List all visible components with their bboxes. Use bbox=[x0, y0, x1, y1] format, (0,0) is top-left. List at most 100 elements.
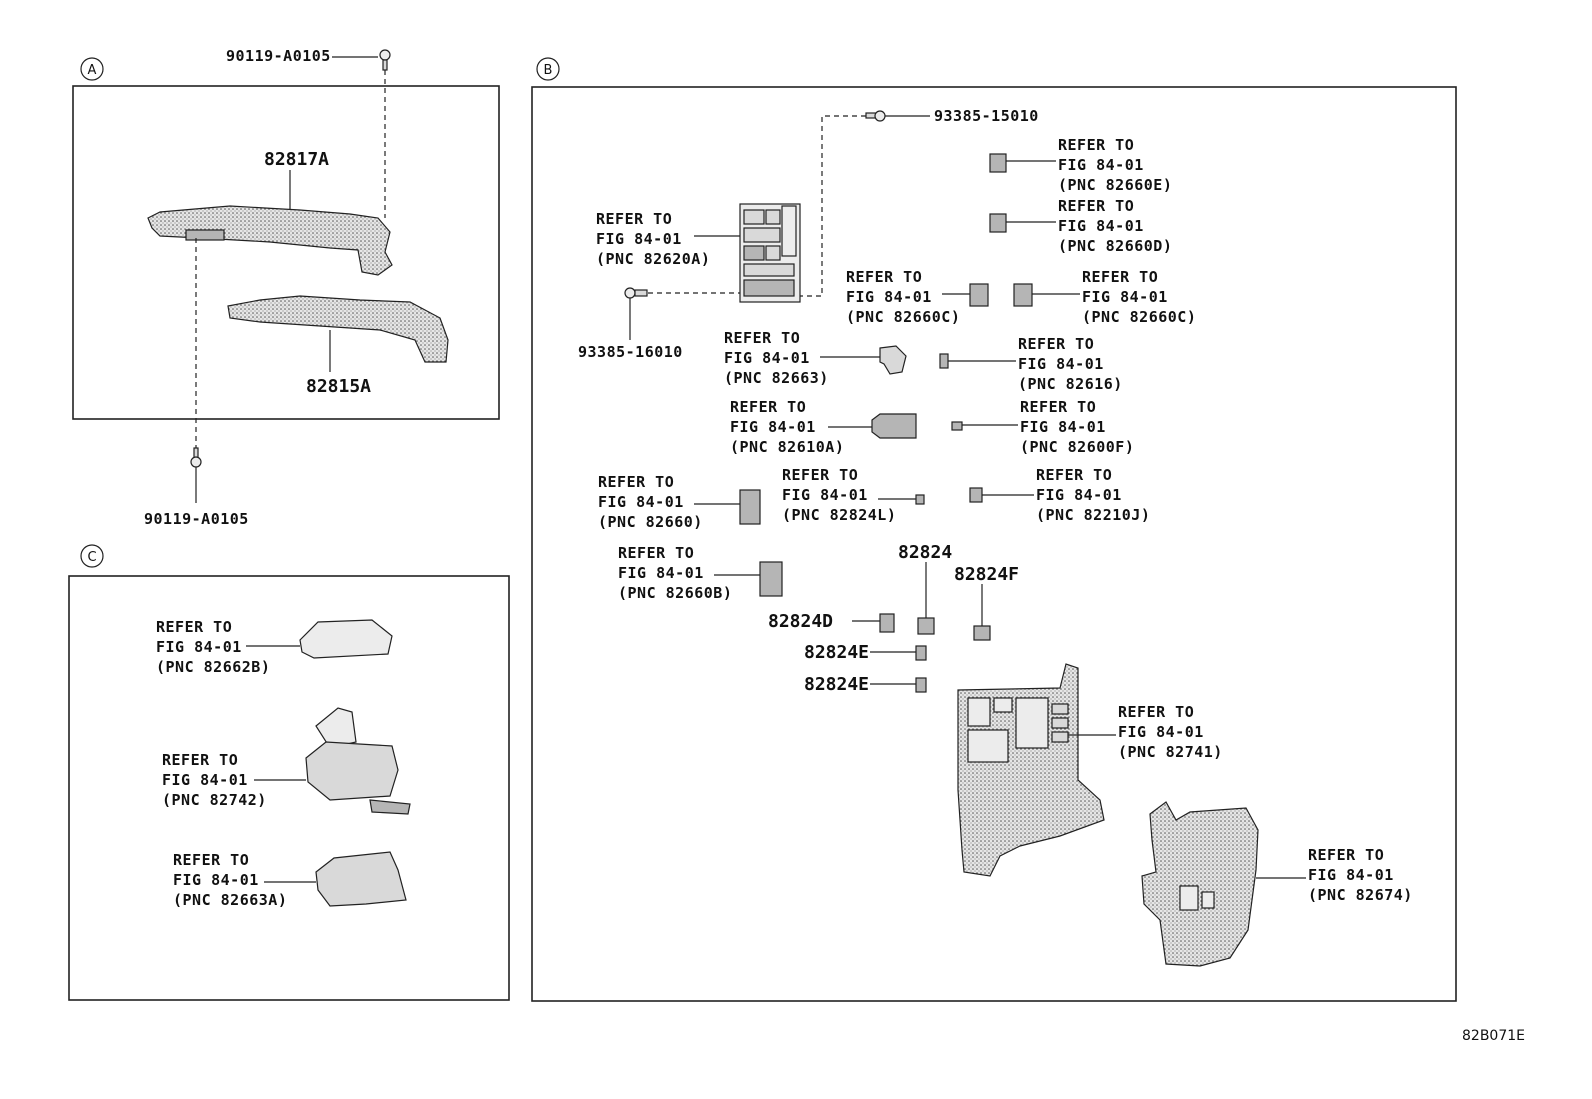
part-82815a-label: 82815A bbox=[306, 376, 371, 397]
cover-82674-shape bbox=[1141, 801, 1259, 967]
svg-text:REFER TO: REFER TO bbox=[782, 466, 858, 484]
svg-text:(PNC 82741): (PNC 82741) bbox=[1118, 743, 1223, 761]
svg-text:REFER TO: REFER TO bbox=[724, 329, 800, 347]
svg-text:(PNC 82660C): (PNC 82660C) bbox=[846, 308, 960, 326]
svg-text:FIG 84-01: FIG 84-01 bbox=[1020, 418, 1106, 436]
screw-left-label: 93385-16010 bbox=[578, 343, 683, 361]
svg-text:(PNC 82620A): (PNC 82620A) bbox=[596, 250, 710, 268]
svg-text:REFER TO: REFER TO bbox=[730, 398, 806, 416]
svg-text:REFER TO: REFER TO bbox=[1082, 268, 1158, 286]
ref-82600f: REFER TO FIG 84-01 (PNC 82600F) bbox=[951, 398, 1134, 456]
svg-text:(PNC 82660C): (PNC 82660C) bbox=[1082, 308, 1196, 326]
illustration-code: 82B071E bbox=[1462, 1028, 1525, 1044]
ref-82620a: REFER TO FIG 84-01 (PNC 82620A) bbox=[596, 210, 740, 268]
svg-text:FIG 84-01: FIG 84-01 bbox=[173, 871, 259, 889]
svg-text:(PNC 82742): (PNC 82742) bbox=[162, 791, 267, 809]
svg-text:REFER TO: REFER TO bbox=[156, 618, 232, 636]
part-82824e-label-2: 82824E bbox=[804, 674, 869, 695]
section-b: B 93385-15010 REFER TO FIG 84-01 (PNC 82… bbox=[531, 57, 1457, 1002]
svg-text:FIG 84-01: FIG 84-01 bbox=[1118, 723, 1204, 741]
cover-82663a-shape bbox=[315, 851, 407, 907]
section-a-letter: A bbox=[88, 63, 97, 78]
svg-text:FIG 84-01: FIG 84-01 bbox=[156, 638, 242, 656]
ref-82742: REFER TO FIG 84-01 (PNC 82742) bbox=[162, 751, 306, 809]
junction-block-82741-shape bbox=[957, 663, 1105, 877]
svg-text:FIG 84-01: FIG 84-01 bbox=[724, 349, 810, 367]
svg-text:REFER TO: REFER TO bbox=[1036, 466, 1112, 484]
bracket-82742-shape bbox=[305, 707, 411, 815]
ref-82660d: REFER TO FIG 84-01 (PNC 82660D) bbox=[989, 197, 1172, 255]
relay-block-82620a-shape bbox=[739, 203, 801, 303]
section-a: A 90119-A0105 82817A 82815A 90119-A0105 bbox=[72, 47, 500, 528]
svg-text:REFER TO: REFER TO bbox=[1118, 703, 1194, 721]
ref-82616: REFER TO FIG 84-01 (PNC 82616) bbox=[939, 335, 1123, 393]
part-82824e-label-1: 82824E bbox=[804, 642, 869, 663]
fuse-cover-82662b-shape bbox=[299, 619, 393, 659]
section-c-marker bbox=[80, 544, 104, 568]
section-c-letter: C bbox=[87, 550, 96, 565]
svg-text:FIG 84-01: FIG 84-01 bbox=[846, 288, 932, 306]
ref-82741: REFER TO FIG 84-01 (PNC 82741) bbox=[1068, 703, 1223, 761]
svg-text:FIG 84-01: FIG 84-01 bbox=[1058, 156, 1144, 174]
part-82824d-shape bbox=[879, 613, 895, 633]
svg-text:REFER TO: REFER TO bbox=[162, 751, 238, 769]
bracket-82815a-shape bbox=[227, 295, 449, 363]
screw-top-label: 93385-15010 bbox=[934, 107, 1039, 125]
ref-82674: REFER TO FIG 84-01 (PNC 82674) bbox=[1256, 846, 1413, 904]
section-c: C REFER TO FIG 84-01 (PNC 82662B) REFER … bbox=[68, 544, 510, 1001]
section-a-marker bbox=[80, 57, 104, 81]
svg-text:(PNC 82660E): (PNC 82660E) bbox=[1058, 176, 1172, 194]
svg-text:FIG 84-01: FIG 84-01 bbox=[1058, 217, 1144, 235]
svg-text:REFER TO: REFER TO bbox=[596, 210, 672, 228]
svg-text:(PNC 82660B): (PNC 82660B) bbox=[618, 584, 732, 602]
svg-text:REFER TO: REFER TO bbox=[1020, 398, 1096, 416]
ref-82662b: REFER TO FIG 84-01 (PNC 82662B) bbox=[156, 618, 300, 676]
svg-text:(PNC 82660): (PNC 82660) bbox=[598, 513, 703, 531]
ref-82663: REFER TO FIG 84-01 (PNC 82663) bbox=[724, 329, 907, 387]
svg-text:(PNC 82663A): (PNC 82663A) bbox=[173, 891, 287, 909]
part-82824e-shape-1 bbox=[915, 645, 927, 661]
svg-text:FIG 84-01: FIG 84-01 bbox=[596, 230, 682, 248]
ref-82660b: REFER TO FIG 84-01 (PNC 82660B) bbox=[618, 544, 783, 602]
svg-text:REFER TO: REFER TO bbox=[173, 851, 249, 869]
part-82817a-label: 82817A bbox=[264, 149, 329, 170]
bracket-82817a-shape bbox=[147, 205, 393, 276]
svg-text:REFER TO: REFER TO bbox=[1308, 846, 1384, 864]
svg-text:(PNC 82663): (PNC 82663) bbox=[724, 369, 829, 387]
svg-text:FIG 84-01: FIG 84-01 bbox=[730, 418, 816, 436]
section-b-marker bbox=[536, 57, 560, 81]
part-82824f-shape bbox=[973, 625, 991, 641]
ref-82610a: REFER TO FIG 84-01 (PNC 82610A) bbox=[730, 398, 917, 456]
svg-text:FIG 84-01: FIG 84-01 bbox=[618, 564, 704, 582]
svg-text:REFER TO: REFER TO bbox=[1018, 335, 1094, 353]
ref-82660: REFER TO FIG 84-01 (PNC 82660) bbox=[598, 473, 761, 531]
svg-text:(PNC 82600F): (PNC 82600F) bbox=[1020, 438, 1134, 456]
svg-text:(PNC 82824L): (PNC 82824L) bbox=[782, 506, 896, 524]
svg-text:FIG 84-01: FIG 84-01 bbox=[782, 486, 868, 504]
svg-text:REFER TO: REFER TO bbox=[1058, 197, 1134, 215]
screw-top-icon bbox=[865, 110, 886, 122]
ref-82824l: REFER TO FIG 84-01 (PNC 82824L) bbox=[782, 466, 925, 524]
svg-text:FIG 84-01: FIG 84-01 bbox=[1036, 486, 1122, 504]
svg-text:(PNC 82616): (PNC 82616) bbox=[1018, 375, 1123, 393]
ref-82660e: REFER TO FIG 84-01 (PNC 82660E) bbox=[989, 136, 1172, 194]
svg-text:FIG 84-01: FIG 84-01 bbox=[1082, 288, 1168, 306]
svg-text:FIG 84-01: FIG 84-01 bbox=[162, 771, 248, 789]
bolt-top-icon bbox=[379, 49, 391, 71]
section-b-letter: B bbox=[544, 63, 553, 78]
part-82824f-label: 82824F bbox=[954, 564, 1019, 585]
part-82824-shape bbox=[917, 617, 935, 635]
svg-text:FIG 84-01: FIG 84-01 bbox=[1308, 866, 1394, 884]
part-82824-label: 82824 bbox=[898, 542, 952, 563]
ref-82210j: REFER TO FIG 84-01 (PNC 82210J) bbox=[969, 466, 1150, 524]
bolt-top-label: 90119-A0105 bbox=[226, 47, 331, 65]
bolt-bottom-label: 90119-A0105 bbox=[144, 510, 249, 528]
section-b-frame bbox=[531, 86, 1457, 1002]
svg-text:REFER TO: REFER TO bbox=[618, 544, 694, 562]
svg-text:FIG 84-01: FIG 84-01 bbox=[598, 493, 684, 511]
part-82824d-label: 82824D bbox=[768, 611, 833, 632]
svg-text:REFER TO: REFER TO bbox=[846, 268, 922, 286]
svg-text:(PNC 82674): (PNC 82674) bbox=[1308, 886, 1413, 904]
svg-text:REFER TO: REFER TO bbox=[598, 473, 674, 491]
